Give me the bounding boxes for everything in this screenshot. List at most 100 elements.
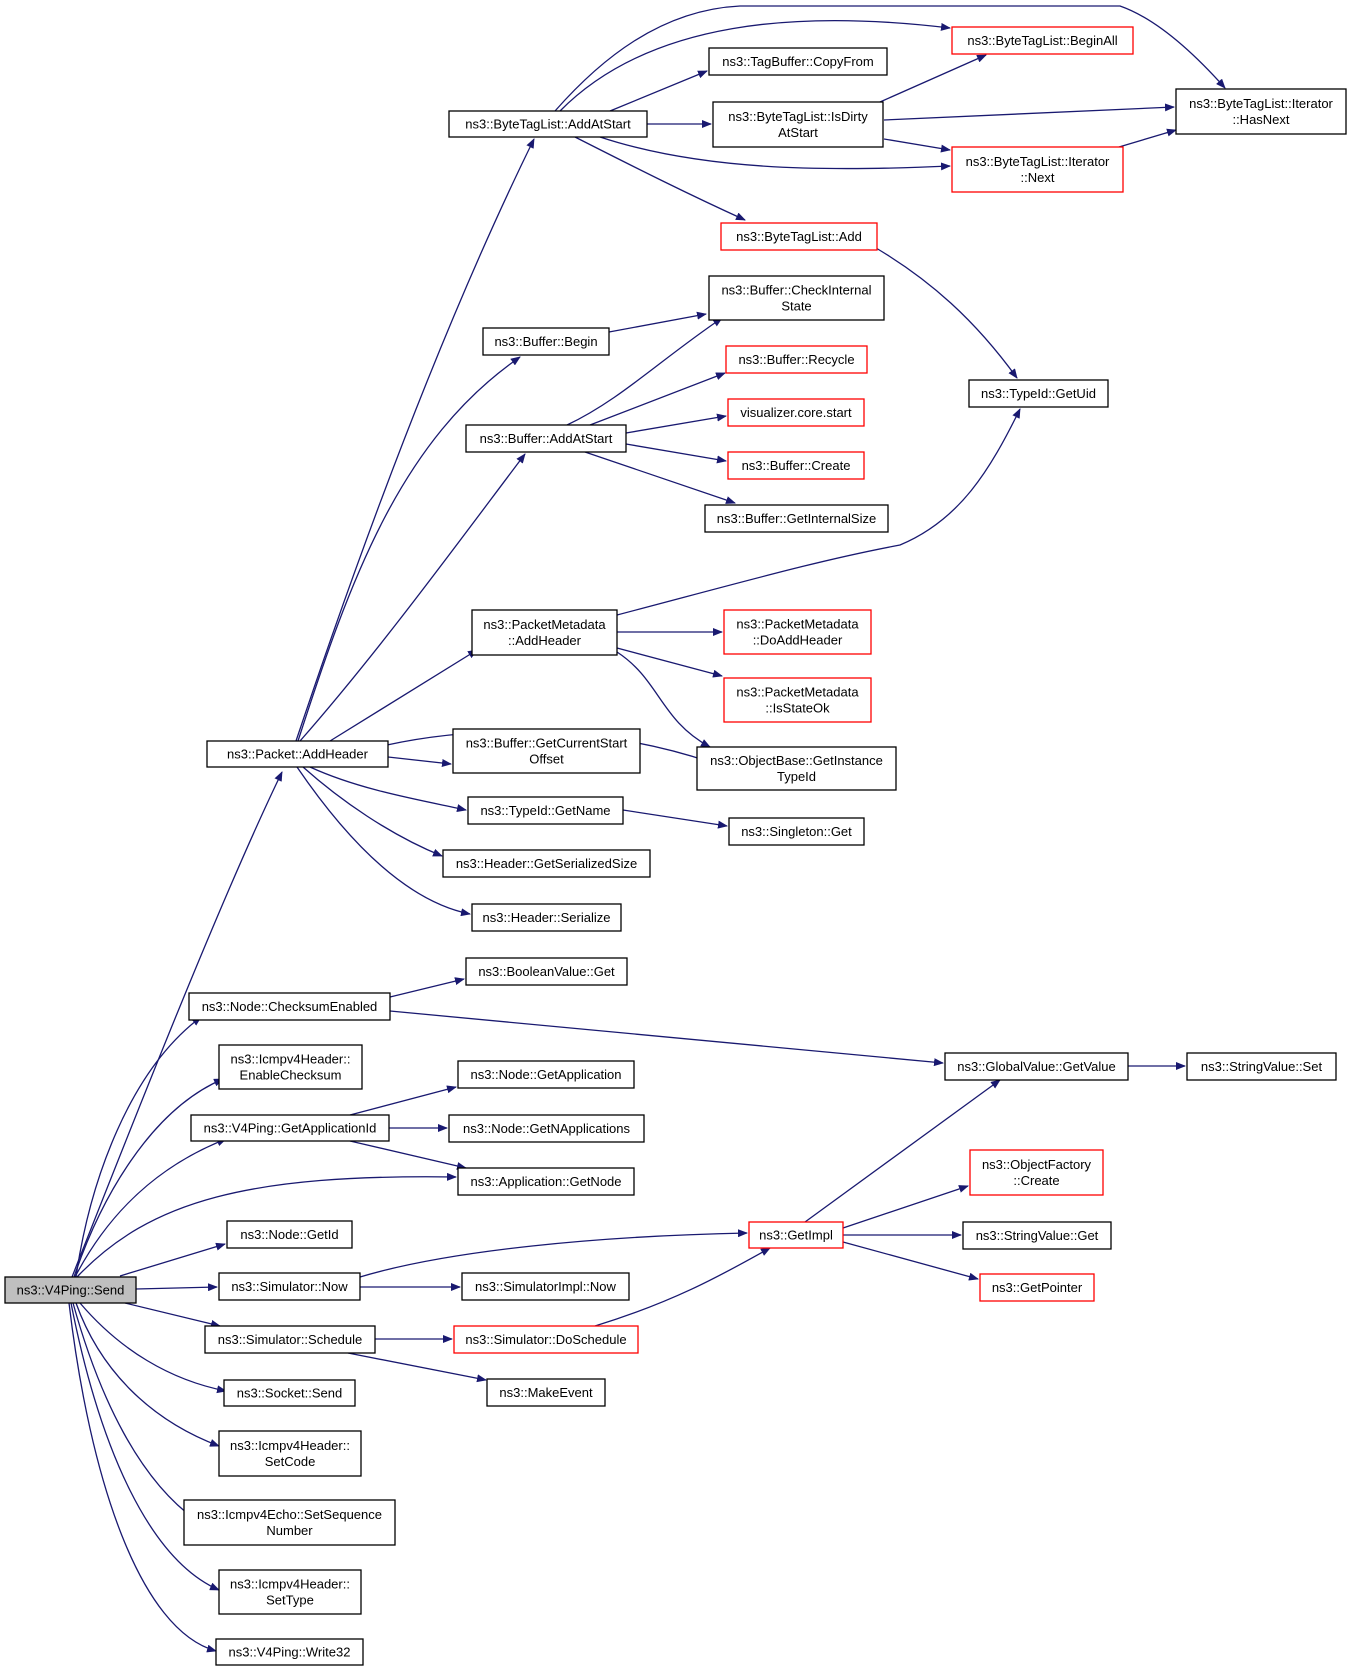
node-makeevent[interactable]: ns3::MakeEvent [486, 1378, 606, 1407]
node-btl-iter-hasnext[interactable]: ns3::ByteTagList::Iterator::HasNext [1175, 88, 1347, 135]
node-sim-doschedule[interactable]: ns3::Simulator::DoSchedule [453, 1325, 639, 1354]
node-box [951, 26, 1134, 55]
node-typeid-getuid[interactable]: ns3::TypeId::GetUid [968, 379, 1109, 408]
node-box [467, 796, 624, 825]
node-label: ns3::TagBuffer::CopyFrom [722, 54, 874, 69]
node-box [696, 746, 897, 791]
edge-send-to-app_getnode [76, 1172, 457, 1278]
node-send[interactable]: ns3::V4Ping::Send [4, 1276, 137, 1304]
node-typeid-getname[interactable]: ns3::TypeId::GetName [467, 796, 624, 825]
node-sim-schedule[interactable]: ns3::Simulator::Schedule [204, 1325, 376, 1354]
node-icmp-enablechecksum[interactable]: ns3::Icmpv4Header::EnableChecksum [218, 1044, 363, 1090]
edge-typeid_getname-to-singleton_get [622, 809, 728, 829]
node-label: ns3::SimulatorImpl::Now [475, 1279, 616, 1294]
node-icmp-settype[interactable]: ns3::Icmpv4Header::SetType [218, 1569, 362, 1615]
node-app-getnode[interactable]: ns3::Application::GetNode [457, 1167, 635, 1196]
node-header-getserializedsize[interactable]: ns3::Header::GetSerializedSize [442, 849, 651, 878]
edge-btl_isdirty-to-btl_iter_next [883, 138, 951, 153]
node-btl-beginall[interactable]: ns3::ByteTagList::BeginAll [951, 26, 1134, 55]
node-box [4, 1276, 137, 1304]
node-node-checksumenabled[interactable]: ns3::Node::ChecksumEnabled [188, 992, 391, 1021]
edge-btl_addatstart-to-btl_iter_hasnext [554, 5, 1226, 112]
node-label: ns3::Buffer::CheckInternal [721, 283, 871, 298]
edge-getimpl-to-getpointer [842, 1241, 979, 1281]
node-label: ns3::Icmpv4Echo::SetSequence [197, 1507, 382, 1522]
edge-send-to-icmpecho_setseq [72, 1302, 197, 1521]
node-label: Offset [529, 752, 564, 767]
node-label: ::IsStateOk [765, 701, 830, 716]
node-tagbuf-copyfrom[interactable]: ns3::TagBuffer::CopyFrom [708, 47, 888, 76]
node-btl-addatstart[interactable]: ns3::ByteTagList::AddAtStart [448, 110, 648, 138]
node-btl-iter-next[interactable]: ns3::ByteTagList::Iterator::Next [951, 146, 1124, 193]
node-label: ::DoAddHeader [753, 633, 843, 648]
node-label: ns3::PacketMetadata [736, 617, 859, 632]
node-node-getnapplications[interactable]: ns3::Node::GetNApplications [448, 1114, 645, 1143]
node-box [944, 1052, 1129, 1081]
node-buf-recycle[interactable]: ns3::Buffer::Recycle [725, 345, 868, 374]
node-buf-create[interactable]: ns3::Buffer::Create [727, 451, 865, 480]
edge-btl_isdirty-to-btl_beginall [879, 54, 987, 103]
node-box [708, 47, 888, 76]
node-box [204, 1325, 376, 1354]
node-label: ::AddHeader [508, 633, 582, 648]
node-getpointer[interactable]: ns3::GetPointer [979, 1273, 1095, 1302]
node-label: ns3::Icmpv4Header:: [231, 1052, 351, 1067]
edge-pkt_addheader-to-header_getserializedsize [302, 766, 443, 857]
node-node-getid[interactable]: ns3::Node::GetId [226, 1220, 353, 1249]
edge-buf_addatstart-to-buf_recycle [589, 372, 726, 426]
node-box [442, 849, 651, 878]
node-v4ping-getappid[interactable]: ns3::V4Ping::GetApplicationId [190, 1114, 390, 1142]
node-pm-isstateok[interactable]: ns3::PacketMetadata::IsStateOk [723, 677, 872, 723]
node-label: AtStart [778, 125, 818, 140]
node-box [962, 1221, 1112, 1250]
node-buf-getinternalsize[interactable]: ns3::Buffer::GetInternalSize [704, 504, 889, 533]
node-label: ns3::Header::GetSerializedSize [456, 856, 637, 871]
node-simimpl-now[interactable]: ns3::SimulatorImpl::Now [461, 1272, 630, 1301]
node-label: ns3::Singleton::Get [741, 824, 852, 839]
node-box [457, 1060, 635, 1089]
node-box [704, 504, 889, 533]
node-stringval-get[interactable]: ns3::StringValue::Get [962, 1221, 1112, 1250]
node-buf-addatstart[interactable]: ns3::Buffer::AddAtStart [465, 424, 627, 453]
node-buf-begin[interactable]: ns3::Buffer::Begin [482, 327, 610, 356]
edge-sim_schedule-to-makeevent [347, 1352, 487, 1383]
node-box [727, 451, 865, 480]
node-boolval-get[interactable]: ns3::BooleanValue::Get [465, 957, 628, 986]
node-sim-now[interactable]: ns3::Simulator::Now [218, 1272, 361, 1301]
node-box [1175, 88, 1347, 135]
node-globalval-getvalue[interactable]: ns3::GlobalValue::GetValue [944, 1052, 1129, 1081]
node-socket-send[interactable]: ns3::Socket::Send [223, 1379, 356, 1407]
edge-buf_addatstart-to-buf_create [625, 443, 727, 464]
node-label: ns3::Simulator::Schedule [218, 1332, 363, 1347]
node-label: ns3::TypeId::GetName [480, 803, 610, 818]
edge-v4ping_getappid-to-app_getnode [349, 1140, 467, 1170]
edge-send-to-pkt_addheader [71, 771, 283, 1278]
node-pm-addheader[interactable]: ns3::PacketMetadata::AddHeader [471, 609, 618, 656]
node-objfactory-create[interactable]: ns3::ObjectFactory::Create [969, 1149, 1104, 1196]
node-box [725, 345, 868, 374]
node-box [223, 1379, 356, 1407]
node-stringval-set[interactable]: ns3::StringValue::Set [1186, 1052, 1337, 1081]
node-label: ns3::Header::Serialize [483, 910, 611, 925]
node-pkt-addheader[interactable]: ns3::Packet::AddHeader [206, 740, 389, 768]
node-pm-doaddheader[interactable]: ns3::PacketMetadata::DoAddHeader [723, 609, 872, 655]
node-label: ns3::BooleanValue::Get [478, 964, 615, 979]
node-header-serialize[interactable]: ns3::Header::Serialize [471, 903, 622, 932]
node-v4ping-write32[interactable]: ns3::V4Ping::Write32 [215, 1638, 364, 1666]
edge-buf_addatstart-to-buf_checkinternal [566, 317, 723, 426]
node-node-getapplication[interactable]: ns3::Node::GetApplication [457, 1060, 635, 1089]
node-singleton-get[interactable]: ns3::Singleton::Get [728, 817, 865, 846]
node-icmp-setcode[interactable]: ns3::Icmpv4Header::SetCode [218, 1430, 362, 1477]
node-box [218, 1569, 362, 1615]
node-btl-add[interactable]: ns3::ByteTagList::Add [720, 222, 878, 251]
edge-send-to-sim_now [135, 1283, 218, 1292]
node-getimpl[interactable]: ns3::GetImpl [748, 1221, 844, 1249]
node-box [457, 1167, 635, 1196]
node-vis-start[interactable]: visualizer.core.start [727, 398, 865, 427]
